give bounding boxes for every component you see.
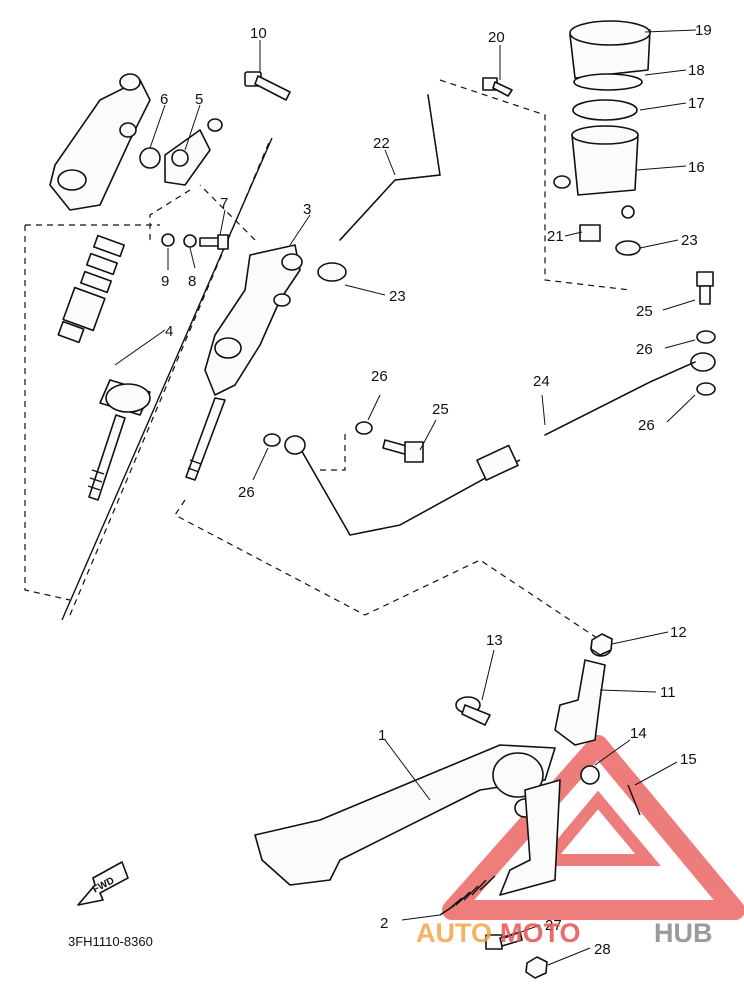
callout-26-upper-right: 26 (636, 341, 653, 358)
svg-text:AUTO: AUTO (416, 918, 492, 948)
washer (161, 233, 175, 247)
callout-26-left: 26 (238, 484, 255, 501)
union-bolt (382, 439, 424, 463)
bolt-10 (244, 71, 291, 101)
fwd-arrow-icon: FWD (77, 861, 129, 906)
bracket-21 (579, 224, 601, 242)
diaphragm (572, 99, 638, 121)
callout-17: 17 (688, 95, 705, 112)
callout-1: 1 (378, 727, 386, 744)
nut-28 (525, 956, 548, 979)
cotter-pin (627, 784, 641, 816)
brake-hose (299, 361, 696, 536)
hose-joint (164, 118, 223, 186)
nut-12 (590, 633, 613, 656)
hose-clip (317, 240, 641, 282)
callout-26-mid: 26 (371, 368, 388, 385)
callout-3: 3 (303, 201, 311, 218)
leader-dashed (320, 430, 346, 471)
callout-15: 15 (680, 751, 697, 768)
assembly-bracket (24, 225, 71, 601)
cap-plate (573, 73, 643, 91)
gasket (263, 433, 281, 447)
gasket (696, 330, 716, 344)
washer (580, 765, 600, 785)
callout-10: 10 (250, 25, 267, 42)
callout-20: 20 (488, 29, 505, 46)
callout-22: 22 (373, 135, 390, 152)
leader-dashed (149, 189, 191, 245)
callout-16: 16 (688, 159, 705, 176)
callout-7: 7 (220, 195, 228, 212)
gasket (696, 382, 716, 396)
hose-banjo (690, 352, 716, 372)
callout-25-right: 25 (636, 303, 653, 320)
svg-text:MOTO: MOTO (500, 918, 581, 948)
brake-pedal (254, 744, 561, 896)
callout-8: 8 (188, 273, 196, 290)
master-cylinder (185, 244, 303, 481)
callout-23-right: 23 (681, 232, 698, 249)
piston-kit (57, 234, 126, 344)
callout-23-left: 23 (389, 288, 406, 305)
callout-13: 13 (486, 632, 503, 649)
return-spring (439, 875, 496, 916)
reservoir-tank (553, 125, 639, 196)
assembly-bracket (439, 79, 631, 291)
callout-25-mid: 25 (432, 401, 449, 418)
union-bolt (696, 271, 714, 305)
bolt-27 (485, 931, 523, 950)
assembly-bracket (199, 184, 256, 241)
o-ring (139, 147, 161, 169)
assembly-boundary-line (61, 137, 273, 621)
watermark-text: AUTO MOTO HUB (416, 918, 713, 948)
callout-5: 5 (195, 91, 203, 108)
washer (183, 234, 197, 248)
push-rod (87, 379, 151, 501)
callout-19: 19 (695, 22, 712, 39)
assembly-bracket (174, 499, 601, 641)
callout-9: 9 (161, 273, 169, 290)
bolt-20 (482, 77, 513, 97)
svg-text:HUB: HUB (654, 918, 713, 948)
callout-11: 11 (660, 684, 676, 701)
nozzle (621, 205, 635, 219)
reservoir-hose (339, 94, 441, 241)
leader-lines (114, 29, 697, 966)
callout-6: 6 (160, 91, 168, 108)
callout-12: 12 (670, 624, 687, 641)
watermark-logo (442, 735, 744, 920)
bolt-small (199, 234, 229, 250)
callout-28: 28 (594, 941, 611, 958)
hose-banjo (284, 435, 306, 455)
gasket (355, 421, 373, 435)
reservoir-cap (569, 20, 651, 79)
callout-14: 14 (630, 725, 647, 742)
callout-labels: 10 20 19 18 17 16 6 5 22 3 7 21 23 9 8 2… (160, 22, 712, 958)
clevis (554, 639, 612, 746)
callout-2: 2 (380, 915, 388, 932)
callout-4: 4 (165, 323, 173, 340)
callout-21: 21 (547, 228, 564, 245)
pivot-bolt (455, 696, 491, 726)
diagram-code: 3FH1110-8360 (68, 934, 153, 949)
callout-26-lower-right: 26 (638, 417, 655, 434)
callout-18: 18 (688, 62, 705, 79)
master-cylinder-body-left (49, 73, 151, 211)
callout-24: 24 (533, 373, 550, 390)
callout-27: 27 (545, 917, 562, 934)
